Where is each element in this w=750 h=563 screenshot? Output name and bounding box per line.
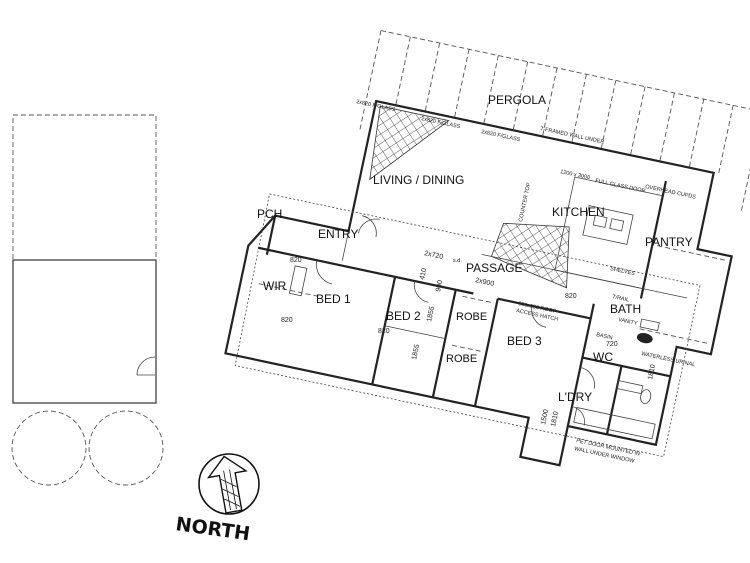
driveway-trees [11,410,164,486]
dim-900: 900 [435,279,444,292]
north-arrow-icon [206,455,248,514]
dim-820-bed3: 820 [565,293,577,300]
dim-2x900: 2x900 [475,277,495,288]
dim-1855-b: 1855 [411,344,421,361]
room-label-robe-2: ROBE [446,353,477,365]
laundry-bench [573,407,656,440]
room-label-pch: PCH [257,207,282,221]
note-trail: T/RAIL [612,294,630,303]
room-label-passage: PASSAGE [466,261,522,275]
note-waterless-urinal: WATERLESS URINAL [641,351,696,368]
house-plan [224,30,750,467]
note-basin: BASIN [596,332,613,341]
note-shelves: SHELVES [610,266,636,277]
room-label-bed2: BED 2 [386,309,421,323]
room-label-pergola: PERGOLA [488,93,546,107]
note-counter-top-size: 1200 x 3000 [560,169,591,181]
dim-1810-b: 1810 [647,364,657,381]
room-label-wc: WC [593,350,613,364]
room-label-pantry: PANTRY [645,235,693,249]
north-label: NORTH [174,513,251,545]
dim-820-bed1: 820 [290,257,302,264]
note-smoke-detector: s.d. [453,258,462,264]
vanity-basin-icon [636,332,653,344]
room-label-bath: BATH [610,302,641,316]
room-label-bed1: BED 1 [316,292,351,306]
dim-2x720: 2x720 [424,250,444,261]
room-label-ldry: L'DRY [558,390,592,404]
room-label-robe-1: ROBE [456,311,487,323]
dim-1500: 1500 [540,409,550,426]
dim-1810-a: 1810 [550,411,560,428]
toilet-icon [640,389,652,404]
note-full-glass-door: FULL GLASS DOOR [595,178,646,195]
note-counter-top: COUNTER TOP [518,182,532,223]
note-vanity: VANITY [618,317,639,327]
dim-720: 720 [606,341,618,348]
kitchen-hatched-area [490,222,570,289]
room-label-wir: WIR [263,279,287,293]
living-hatched-area [369,105,450,181]
room-label-entry: ENTRY [318,227,358,241]
exterior-walls [224,99,733,467]
note-overhead-cupds: OVERHEAD CUPDS [645,184,697,201]
dim-410: 410 [419,267,428,280]
dim-1855-a: 1855 [426,306,436,323]
room-label-bed3: BED 3 [507,334,542,348]
pergola-slats [359,30,750,213]
dim-820-wir: 820 [281,317,293,324]
room-label-living: LIVING / DINING [373,173,464,187]
carport-outline [12,114,157,404]
wir-bench [288,265,308,297]
room-label-kitchen: KITCHEN [552,205,605,219]
north-compass: NORTH [174,453,260,545]
dim-820-bed2: 820 [378,328,390,335]
